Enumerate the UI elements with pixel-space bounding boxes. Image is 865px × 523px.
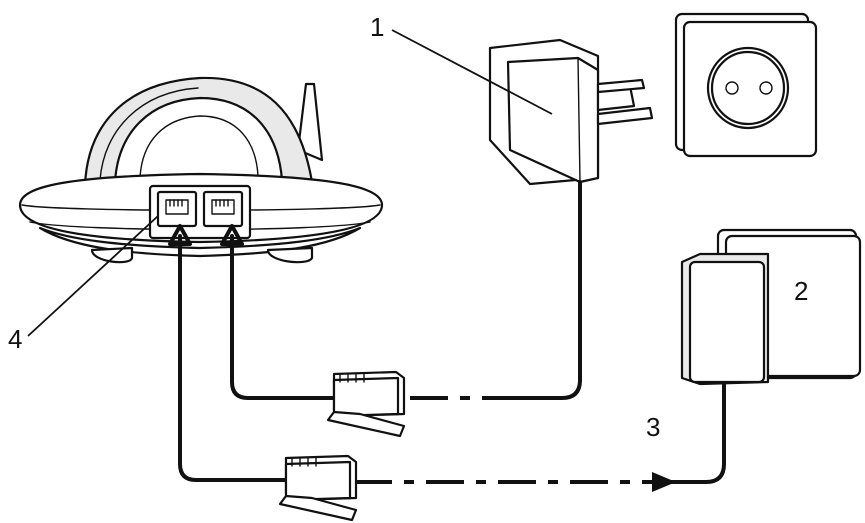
wall-outlet-icon [674,12,818,158]
line-arrow-icon [168,224,192,246]
power-cable-to-base [230,234,334,400]
leader-line-1 [391,29,553,115]
rj-modular-plug-icon [278,454,358,522]
leader-line-4 [27,215,159,337]
telephone-wall-socket-icon [680,228,862,386]
callout-1: 1 [370,12,384,42]
power-arrow-icon [220,224,244,246]
line-direction-arrow-icon [652,472,676,492]
rj-modular-plug-icon [326,370,406,438]
line-cable-to-base [178,234,286,482]
power-jack-icon [202,190,244,228]
callout-3: 3 [646,412,660,442]
line-jack-icon [156,190,198,228]
power-adapter-icon [488,38,654,186]
callout-2: 2 [794,276,808,306]
phone-base-station-icon [18,76,384,264]
line-cable-to-socket [648,382,726,484]
power-cable [518,180,582,400]
callout-4: 4 [8,324,22,354]
